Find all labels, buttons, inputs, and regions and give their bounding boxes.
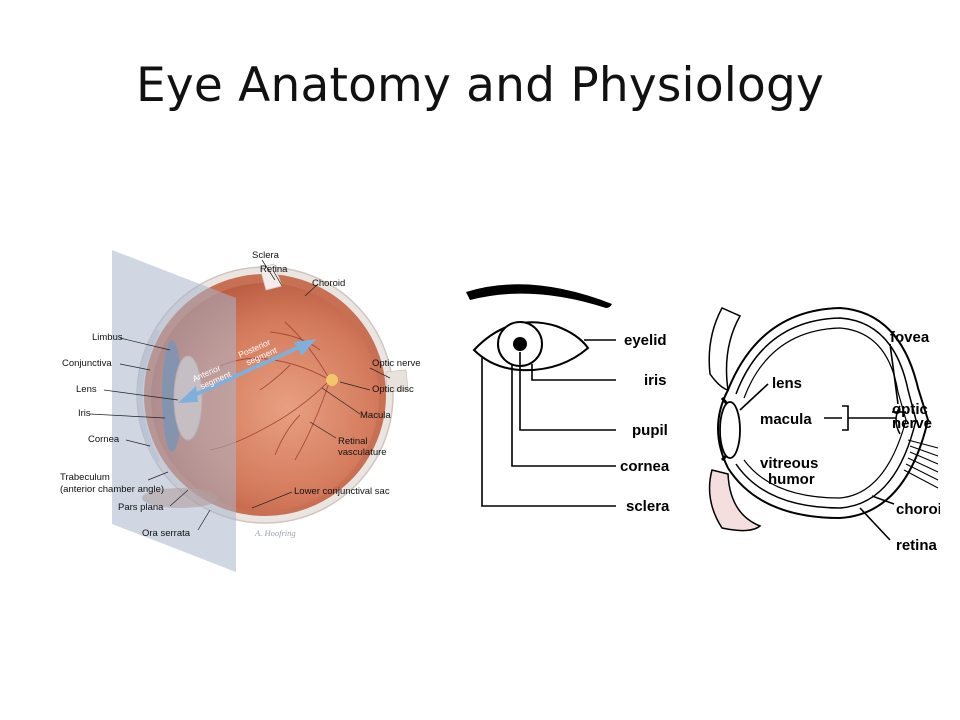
retinal-vessels xyxy=(199,321,331,461)
label-iris: Iris xyxy=(78,408,91,419)
label-lens: lens xyxy=(772,375,802,392)
label-lens: Lens xyxy=(76,384,97,395)
label-pupil: pupil xyxy=(632,422,668,439)
label-conjunctiva: Conjunctiva xyxy=(62,358,112,369)
eyebrow xyxy=(466,284,612,308)
label-optic-nerve: optic nerve xyxy=(892,401,932,432)
section-plane xyxy=(112,250,236,572)
lower-lid-section xyxy=(708,469,762,532)
lens-section xyxy=(719,401,741,459)
label-vitreous-humor: vitreous humor xyxy=(760,455,823,488)
label-cornea: cornea xyxy=(620,458,670,475)
cornea-section xyxy=(717,389,729,469)
fovea-section xyxy=(895,405,901,435)
label-retina: Retina xyxy=(260,264,288,275)
retina-section xyxy=(743,327,907,499)
segment-arrow xyxy=(178,339,316,403)
sclera-section xyxy=(727,306,930,520)
label-pars-plana: Pars plana xyxy=(118,502,164,513)
eye-line-diagram: eyelid iris pupil cornea sclera lens mac xyxy=(466,284,940,554)
label-limbus: Limbus xyxy=(92,332,123,343)
label-optic-disc: Optic disc xyxy=(372,384,414,395)
label-macula: macula xyxy=(760,411,812,428)
optic-nerve-stub xyxy=(385,369,409,393)
label-macula: Macula xyxy=(360,410,391,421)
label-choroid: choroid xyxy=(896,501,940,518)
optic-disc xyxy=(326,374,338,386)
label-optic-nerve: Optic nerve xyxy=(372,358,421,369)
section-leader-lines xyxy=(739,343,906,541)
upper-lid-section xyxy=(708,307,742,391)
leader-lines xyxy=(89,259,391,531)
illustration-credit: A. Hoofring xyxy=(254,528,296,538)
optic-nerve-fibers xyxy=(903,439,939,489)
front-leader-lines xyxy=(481,339,616,507)
label-retina: retina xyxy=(896,537,938,554)
front-pupil xyxy=(513,337,527,351)
label-trabeculum: Trabeculum xyxy=(60,472,110,483)
eye-cross-section-diagram: Anterior segment Posterior segment Scler… xyxy=(60,250,421,572)
label-choroid: Choroid xyxy=(312,278,345,289)
label-trabeculum-sub: (anterior chamber angle) xyxy=(60,484,164,495)
label-ora-serrata: Ora serrata xyxy=(142,528,191,539)
label-retinal-vasculature: Retinal vasculature xyxy=(338,436,387,458)
label-lower-conjunctival-sac: Lower conjunctival sac xyxy=(294,486,390,497)
label-iris: iris xyxy=(644,372,667,389)
slide-title: Eye Anatomy and Physiology xyxy=(135,58,825,113)
label-fovea: fovea xyxy=(890,329,930,346)
label-cornea: Cornea xyxy=(88,434,120,445)
choroid-section xyxy=(735,317,917,509)
label-sclera: sclera xyxy=(626,498,670,515)
label-sclera: Sclera xyxy=(252,250,280,261)
label-eyelid: eyelid xyxy=(624,332,667,349)
